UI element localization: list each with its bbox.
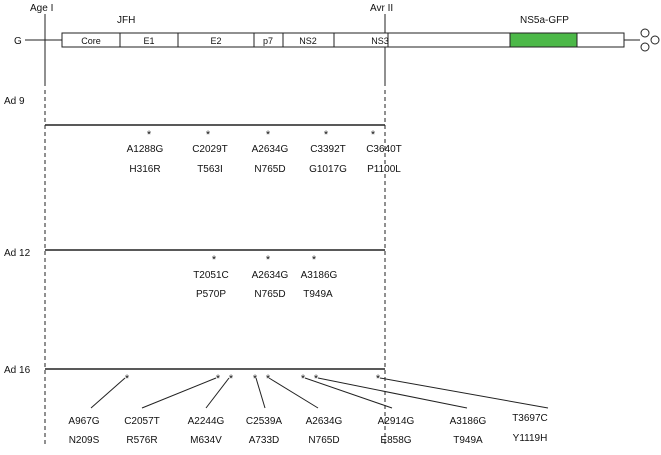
mutation-star: * [312,254,317,266]
row-label-ad16: Ad 16 [4,365,31,376]
reporter-label: NS5a-GFP [520,15,569,26]
mutation-star: * [314,373,319,385]
mutation-aa: A733D [249,435,280,446]
mutation-nt: A2634G [252,270,289,281]
segment-label-ns3: NS3 [371,36,389,46]
left-marker-label: Age I [30,3,53,14]
mutation-star: * [301,373,306,385]
callout-line [90,377,126,409]
mutation-aa: R576R [126,435,157,446]
mutation-nt: C2057T [124,416,160,427]
callout-line [141,377,217,409]
construct-name: JFH [117,15,135,26]
mutation-star: * [266,373,271,385]
segment-label-e1: E1 [143,36,154,46]
mutation-aa: Y1119H [513,433,548,444]
mutation-star: * [253,373,258,385]
mutation-aa: E858G [380,435,411,446]
mutation-aa: T949A [453,435,483,446]
mutation-star: * [212,254,217,266]
right-marker-label: Avr II [370,3,393,14]
mutation-nt: C3640T [366,144,402,155]
mutation-nt: A1288G [127,144,164,155]
strand-label: G [14,36,22,47]
mutation-aa: P570P [196,289,226,300]
row-label-ad9: Ad 9 [4,96,25,107]
mutation-star: * [147,129,152,141]
mutation-star: * [216,373,221,385]
mutation-ad9: * A1288G H316R * C2029T T563I * A2634G N… [127,129,402,175]
mutation-aa: N765D [254,289,285,300]
mutation-aa: N209S [69,435,100,446]
segment-label-core: Core [81,36,101,46]
mutation-star: * [324,129,329,141]
mutation-nt: T2051C [193,270,229,281]
mutation-aa: N765D [308,435,339,446]
mutation-star: * [229,373,234,385]
mutation-star: * [125,373,130,385]
stem-loop-icon [624,28,660,52]
mutation-star: * [371,129,376,141]
mutation-ad16: * * * * * * * * A967G N209S C2057T R576R… [68,373,549,446]
mutation-aa: M634V [190,435,222,446]
mutation-aa: T949A [303,289,333,300]
mutation-nt: C2539A [246,416,282,427]
callout-line [379,377,549,409]
row-label-ad12: Ad 12 [4,248,31,259]
mutation-nt: C3392T [310,144,346,155]
mutation-star: * [206,129,211,141]
mutation-aa: H316R [129,164,160,175]
gfp-box [509,32,578,48]
mutation-nt: T3697C [512,413,548,424]
mutation-star: * [266,254,271,266]
callout-line [205,377,230,409]
mutation-aa: P1100L [367,164,401,175]
mutation-star: * [376,373,381,385]
mutation-nt: A3186G [301,270,338,281]
callout-line [304,377,393,409]
mutation-nt: C2029T [192,144,228,155]
mutation-star: * [266,129,271,141]
callout-line [255,377,266,409]
mutation-nt: A3186G [450,416,487,427]
mutation-nt: A967G [68,416,99,427]
mutation-aa: N765D [254,164,285,175]
callout-line [268,377,319,409]
mutation-aa: T563I [197,164,223,175]
segment-label-ns2: NS2 [299,36,317,46]
mutation-nt: A2244G [188,416,225,427]
mutation-nt: A2914G [378,416,415,427]
mutation-nt: A2634G [252,144,289,155]
segment-label-e2: E2 [210,36,221,46]
mutation-nt: A2634G [306,416,343,427]
callout-line [317,377,468,409]
mutation-aa: G1017G [309,164,347,175]
mutation-ad12: * T2051C P570P * A2634G N765D * A3186G T… [193,254,337,300]
segment-label-p7: p7 [263,36,273,46]
